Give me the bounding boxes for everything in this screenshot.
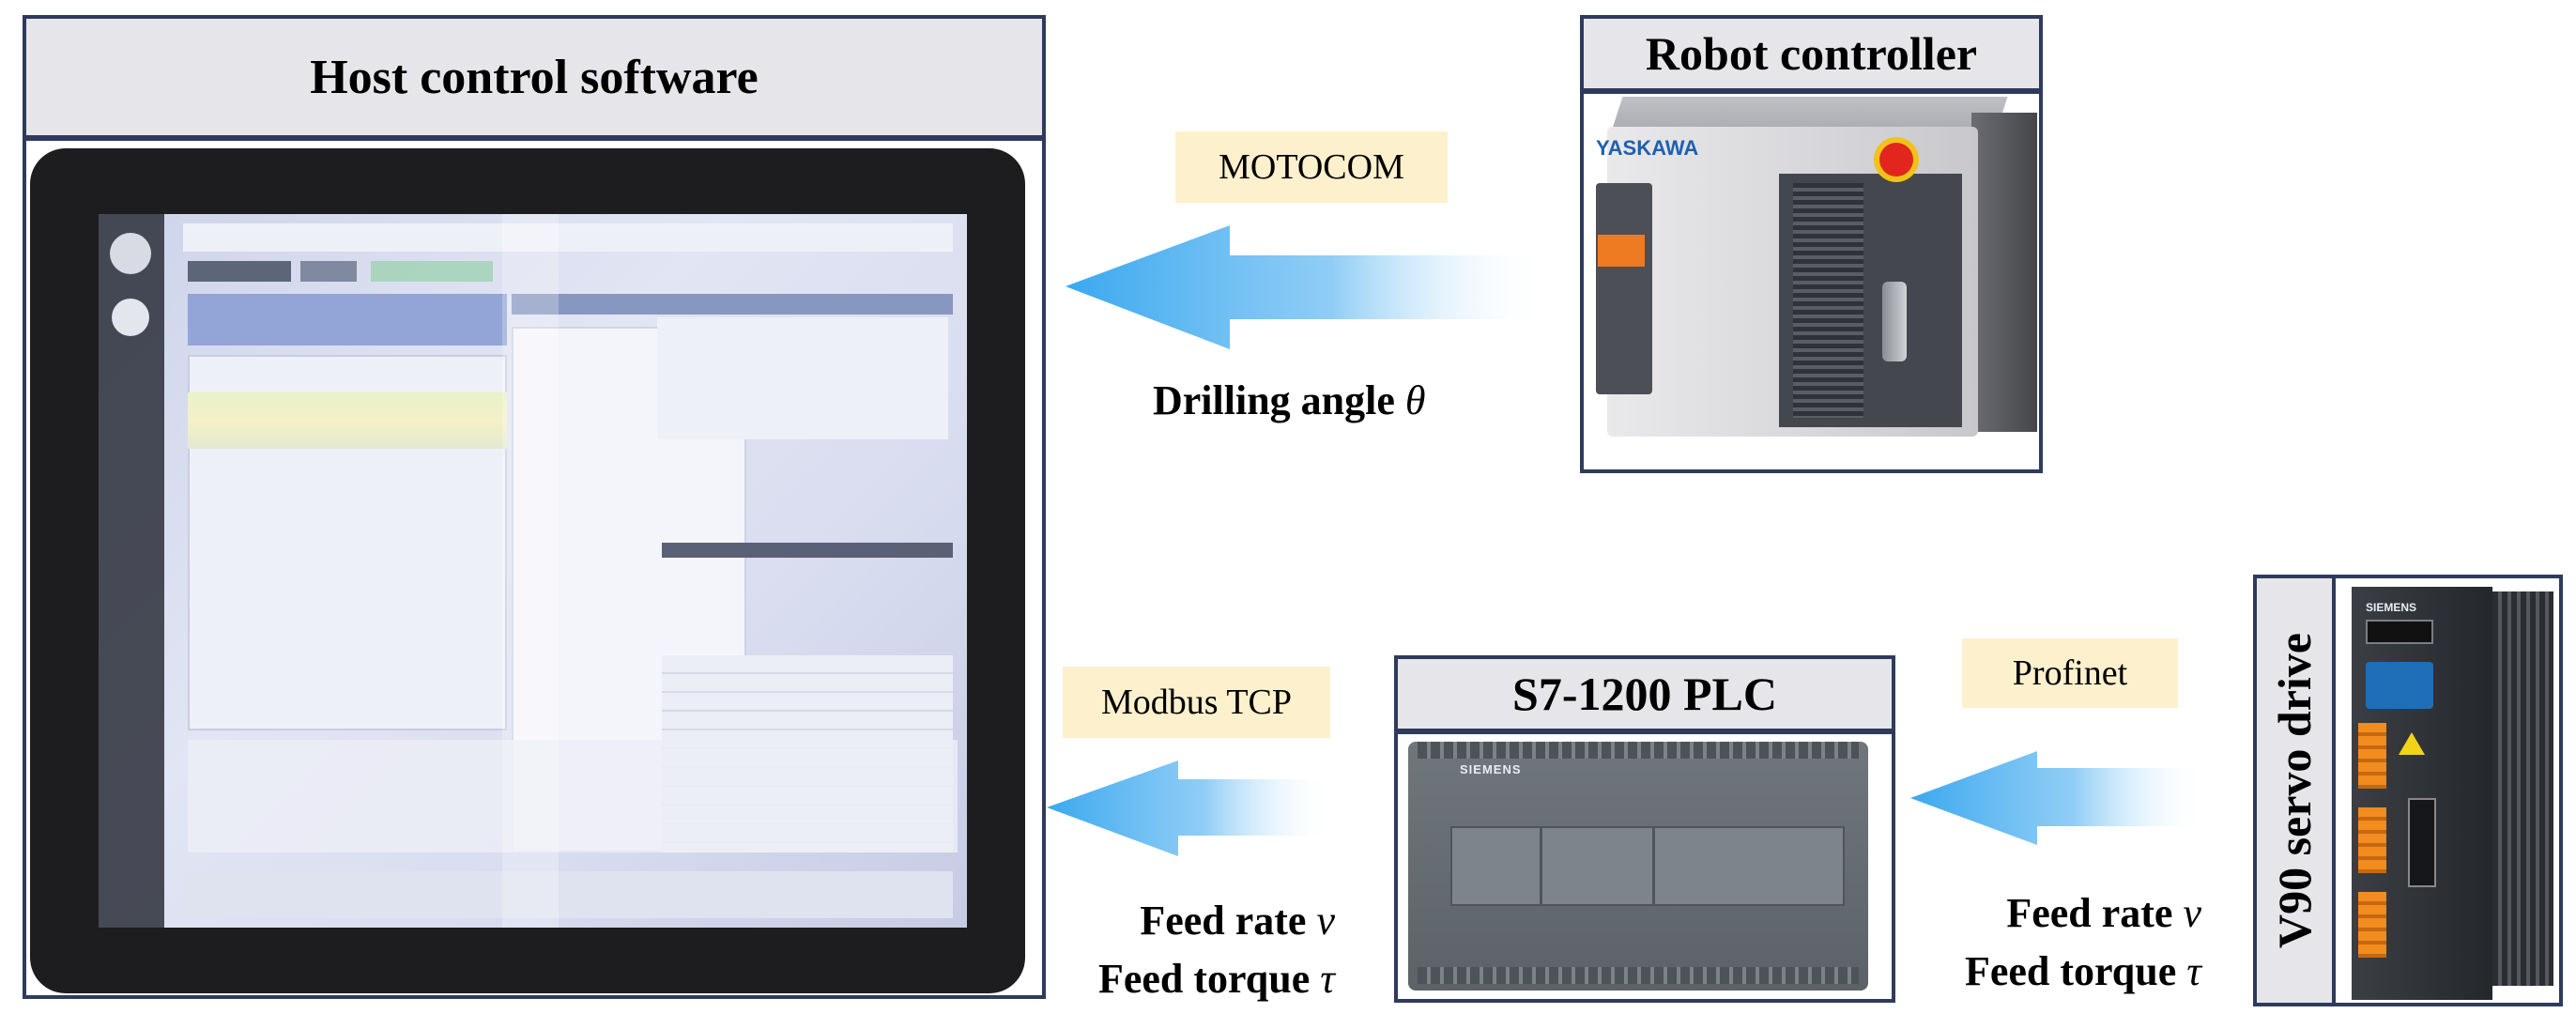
arrow-plc-to-host: [1047, 760, 1333, 856]
drive-connector-orange-3: [2358, 892, 2386, 958]
arrow-robot-to-host: [1066, 225, 1549, 349]
robot-brand: YASKAWA: [1596, 136, 1699, 160]
drive-heatsink: [2492, 591, 2553, 986]
signal-symbol: θ: [1404, 377, 1426, 423]
robot-vent-grille: [1793, 183, 1863, 418]
robot-handle: [1882, 282, 1907, 361]
protocol-label-profinet: Profinet: [1962, 638, 2178, 708]
signal-text: Drilling angle: [1153, 377, 1405, 423]
drive-connector-orange-2: [2358, 807, 2386, 873]
drive-keypad: [2366, 662, 2433, 709]
drive-brand: SIEMENS: [2366, 601, 2417, 614]
drive-io-connector: [2408, 798, 2436, 887]
drive-display: [2366, 620, 2433, 644]
signal-feed-rate: Feed rate v: [1140, 898, 1335, 944]
drive-title: V90 servo drive: [2268, 632, 2321, 949]
protocol-label-motocom: MOTOCOM: [1175, 131, 1448, 203]
drive-connector-orange-1: [2358, 723, 2386, 789]
signal-plc-host: Feed rate v Feed torque τ: [1063, 892, 1335, 1008]
robot-title: Robot controller: [1580, 15, 2043, 92]
plc-terminal-strip-bottom: [1418, 967, 1859, 984]
signal-drilling-angle: Drilling angle θ: [1153, 372, 1426, 430]
plc-divider-2: [1652, 826, 1655, 906]
drive-warning-icon: [2399, 732, 2425, 755]
host-title: Host control software: [23, 15, 1046, 139]
plc-brand: SIEMENS: [1460, 762, 1522, 776]
plc-front-cover: [1450, 826, 1845, 906]
plc-title: S7-1200 PLC: [1394, 655, 1895, 732]
emergency-stop-icon: [1879, 143, 1913, 177]
drive-title-box: [2253, 575, 2336, 1006]
plc-divider-1: [1540, 826, 1542, 906]
robot-cabinet-side: [1971, 113, 2037, 432]
signal-drive-plc: Feed rate v Feed torque τ: [1920, 884, 2201, 1001]
robot-left-panel: [1596, 183, 1652, 394]
signal-feed-rate: Feed rate v: [2006, 890, 2201, 936]
arrow-drive-to-plc: [1910, 751, 2206, 845]
signal-feed-torque: Feed torque τ: [1964, 948, 2201, 994]
protocol-label-modbus: Modbus TCP: [1063, 667, 1330, 738]
host-screen: [99, 214, 967, 928]
plc-terminal-strip-top: [1418, 742, 1859, 759]
robot-warning-label: [1598, 235, 1645, 267]
signal-feed-torque: Feed torque τ: [1097, 956, 1335, 1002]
